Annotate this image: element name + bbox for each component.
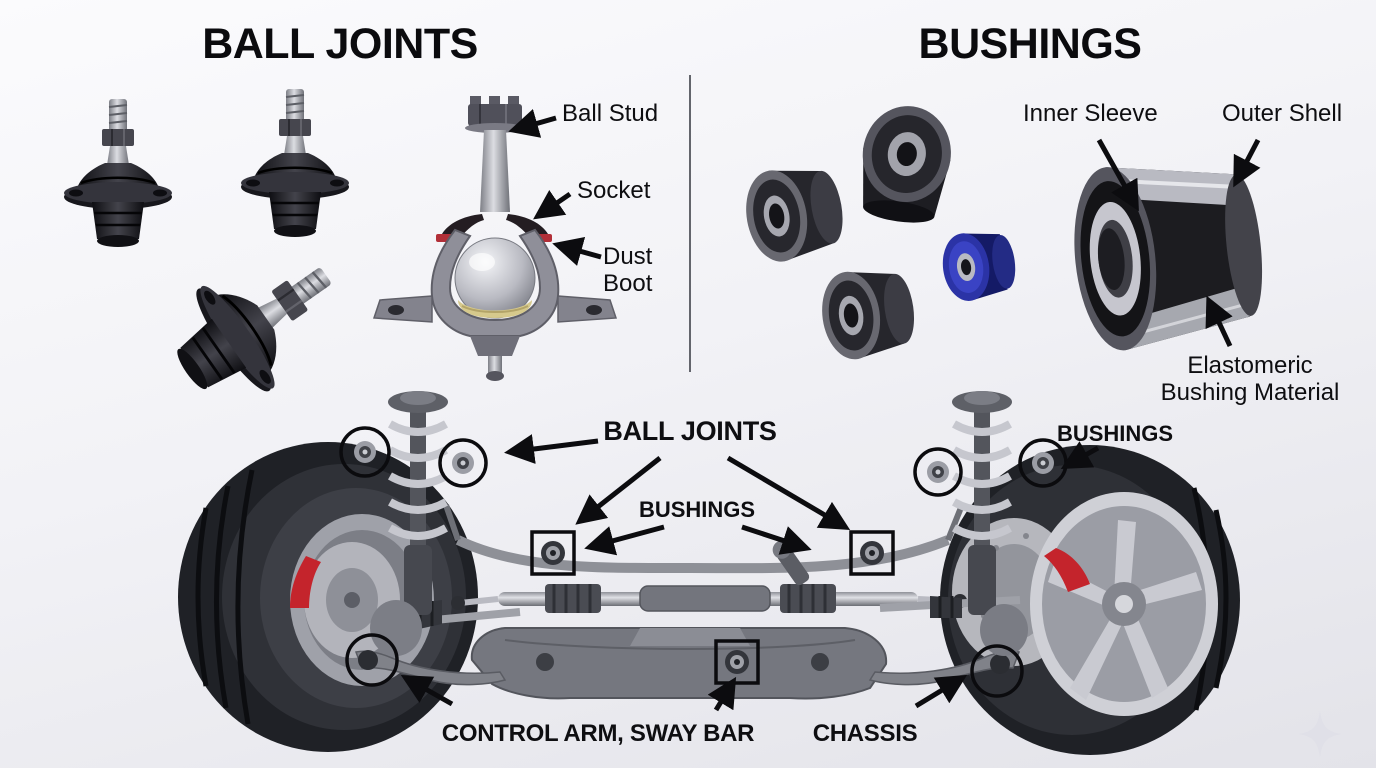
rack-boot-left	[545, 584, 601, 613]
bushing-illustration-2	[816, 263, 920, 364]
subframe	[470, 627, 888, 700]
steering-rack	[451, 540, 967, 613]
callout-squares	[530, 530, 895, 685]
ball-joint-illustration-3	[149, 222, 364, 426]
label-control-arm-sway-bar: CONTROL ARM, SWAY BAR	[441, 720, 755, 747]
label-inner-sleeve: Inner Sleeve	[1023, 100, 1158, 127]
label-suspension-ball-joints: BALL JOINTS	[603, 416, 777, 446]
label-outer-shell: Outer Shell	[1222, 100, 1343, 127]
sway-bar-bushing-left	[541, 541, 565, 565]
label-chassis: CHASSIS	[812, 720, 918, 747]
subframe-bushing	[725, 650, 749, 674]
sparkle-icon	[1298, 711, 1342, 757]
ball-joint-illustration-2	[239, 87, 351, 239]
left-brake-caliper	[290, 556, 321, 608]
bushing-cutaway	[1074, 167, 1263, 351]
label-elastomeric-bushing-material: Elastomeric Bushing Material	[1160, 352, 1340, 406]
right-control-arm	[868, 650, 1021, 686]
ball-joints-title: BALL JOINTS	[202, 20, 478, 68]
ball-joint-callout-arrows	[508, 108, 602, 266]
wheel-spokes	[1048, 520, 1202, 700]
bushing-illustration-3	[862, 106, 951, 223]
left-control-arm	[354, 650, 507, 686]
polyurethane-bushing-illustration	[942, 233, 1016, 301]
suspension-callout-arrows	[400, 434, 1100, 712]
label-suspension-bushings-center: BUSHINGS	[638, 497, 756, 522]
left-wheel	[178, 442, 478, 752]
right-brake-caliper	[1044, 548, 1090, 592]
sway-bar-bushing-right	[860, 541, 884, 565]
label-ball-stud: Ball Stud	[562, 100, 659, 127]
bushing-callout-arrows	[1096, 138, 1261, 348]
label-dust-boot: Dust Boot	[603, 243, 653, 297]
right-strut	[952, 391, 1028, 656]
label-socket: Socket	[577, 177, 651, 204]
ball-joint-cutaway	[372, 96, 618, 381]
bushings-title: BUSHINGS	[918, 20, 1142, 68]
bushing-illustration-1	[739, 159, 850, 267]
rack-boot-right	[780, 584, 836, 613]
ball-joint-illustration-1	[62, 97, 174, 249]
label-suspension-bushings-right: BUSHINGS	[1056, 421, 1174, 446]
left-strut	[370, 391, 448, 656]
